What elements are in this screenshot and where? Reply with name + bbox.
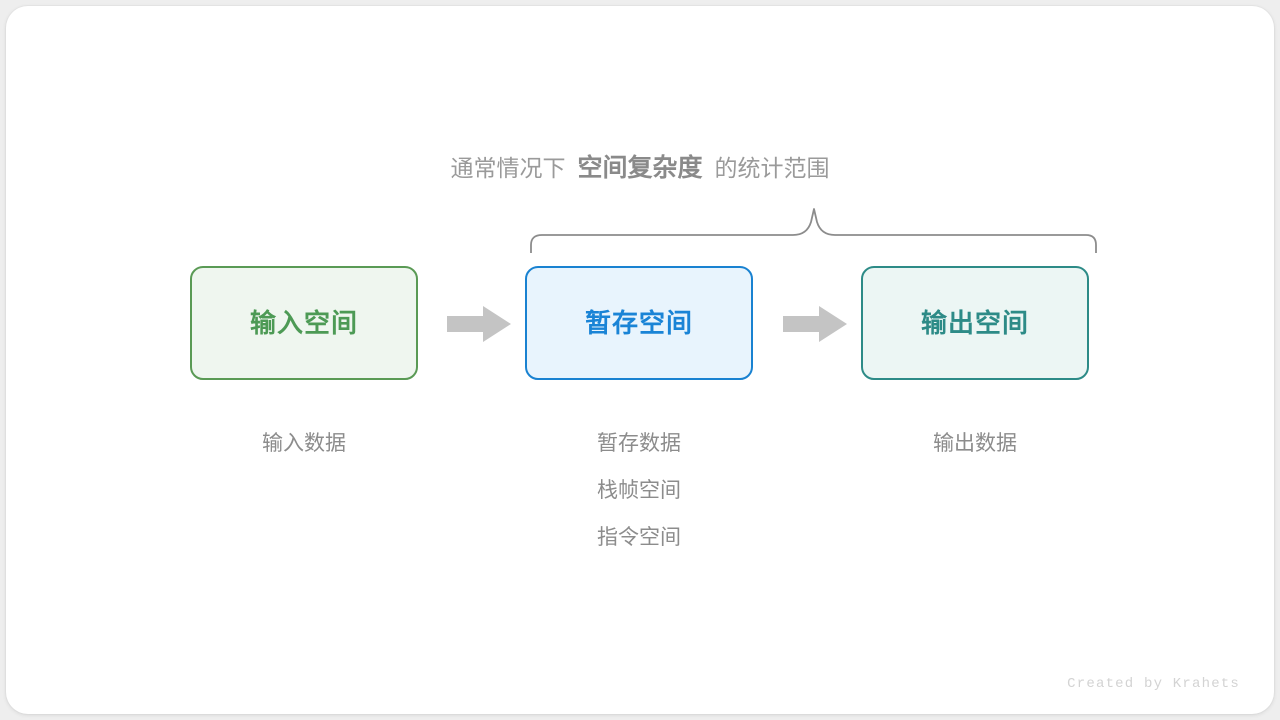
scope-heading-prefix: 通常情况下: [450, 155, 566, 181]
caption-line: 指令空间: [597, 526, 681, 549]
box-temp-space-title: 暂存空间: [584, 308, 693, 338]
caption-temp-space: 暂存数据 栈帧空间 指令空间: [525, 420, 753, 561]
diagram-stage: 通常情况下空间复杂度的统计范围 输入空间 暂存空间 输出空间 输入数据 暂存数据: [6, 6, 1274, 714]
caption-line: 输入数据: [262, 432, 346, 455]
caption-input-space: 输入数据: [190, 420, 418, 467]
arrow-right-icon-input-to-temp: [447, 306, 511, 342]
curly-brace-icon: [530, 208, 1097, 253]
box-input-space[interactable]: 输入空间: [190, 266, 418, 380]
box-output-space[interactable]: 输出空间: [861, 266, 1089, 380]
arrow-right-icon-temp-to-output: [783, 306, 847, 342]
scope-heading-suffix: 的统计范围: [714, 155, 830, 181]
caption-line: 栈帧空间: [597, 479, 681, 502]
credit-text: Created by Krahets: [1067, 676, 1240, 692]
box-output-space-title: 输出空间: [920, 308, 1029, 338]
caption-line: 输出数据: [933, 432, 1017, 455]
caption-line: 暂存数据: [597, 432, 681, 455]
box-temp-space[interactable]: 暂存空间: [525, 266, 753, 380]
scope-heading-emphasis: 空间复杂度: [577, 154, 703, 182]
scope-heading: 通常情况下空间复杂度的统计范围: [6, 156, 1274, 181]
diagram-card: 通常情况下空间复杂度的统计范围 输入空间 暂存空间 输出空间 输入数据 暂存数据: [6, 6, 1274, 714]
caption-output-space: 输出数据: [861, 420, 1089, 467]
box-input-space-title: 输入空间: [249, 308, 358, 338]
